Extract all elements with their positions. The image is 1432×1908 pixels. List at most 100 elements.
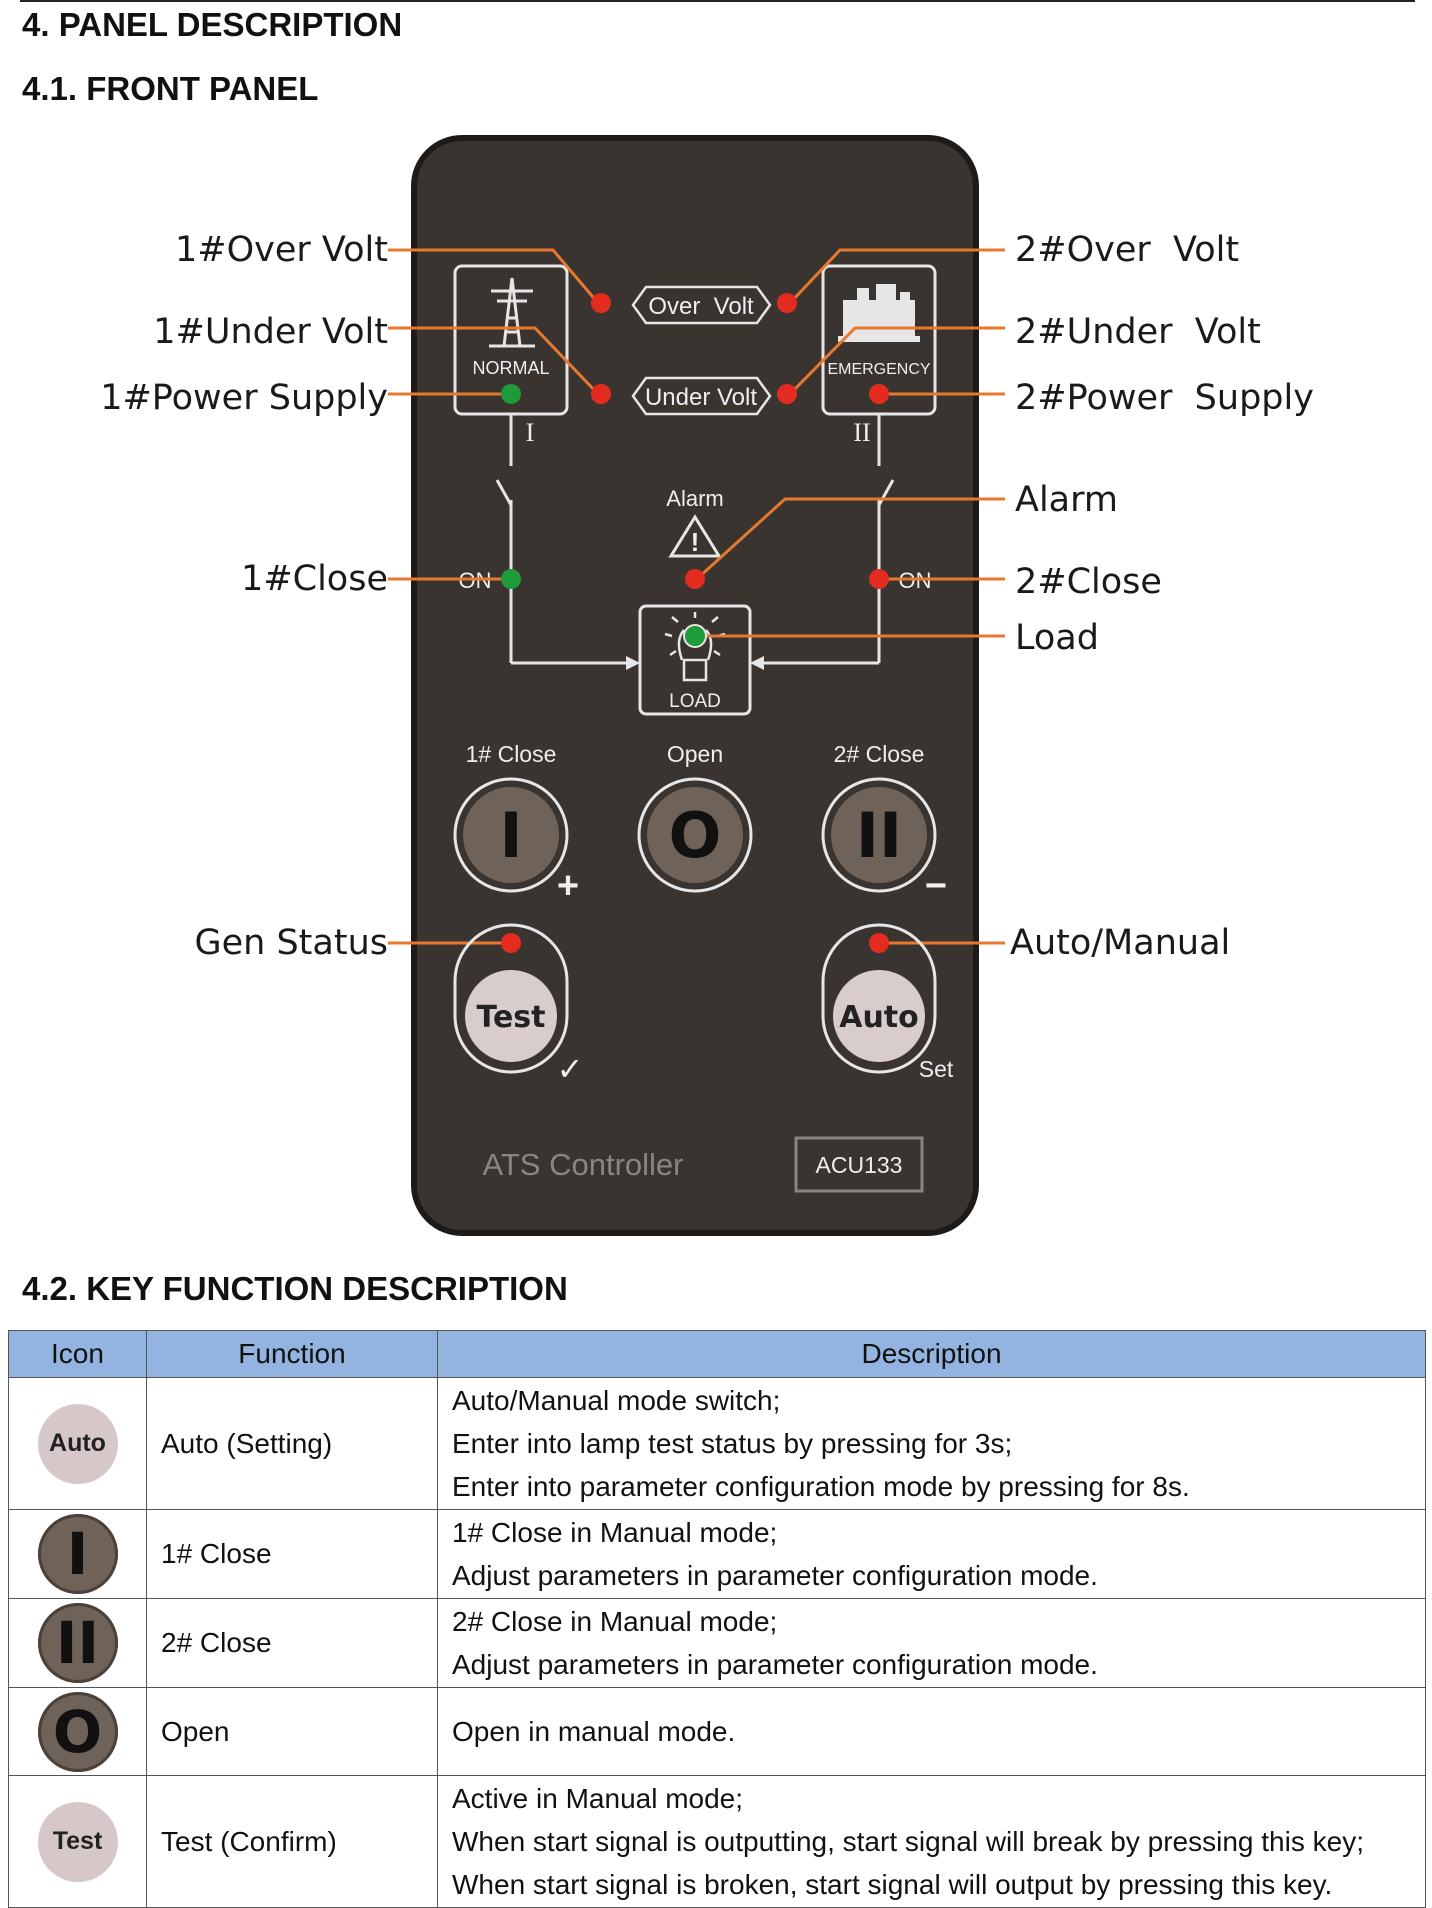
emergency-label: EMERGENCY [827,361,930,378]
source2-roman: II [853,418,870,447]
arrow-right-icon [626,656,640,670]
description-line: When start signal is broken, start signa… [452,1869,1333,1900]
auto-button-label: Auto [839,1000,919,1035]
description-line: Adjust parameters in parameter configura… [452,1649,1098,1680]
over-volt-1-led [591,293,611,313]
auto-button[interactable]: Auto [821,923,937,1074]
open-button-label: Open [667,741,723,767]
load-box [638,604,752,716]
pylon-icon [489,277,535,348]
plus-icon: + [557,865,579,907]
over-volt-2-led [777,293,797,313]
table-row: Test Test (Confirm) Active in Manual mod… [8,1775,1426,1908]
callout-gen-status: Gen Status [195,923,389,963]
callout-load: Load [1015,618,1099,658]
description-line: Enter into parameter configuration mode … [452,1471,1190,1502]
close-1-led [501,569,521,589]
close1-key-icon: I [37,1514,118,1594]
key-function-table: Icon Function Description Auto Auto (Set… [8,1330,1426,1908]
open-button[interactable]: O [637,777,753,893]
under-volt-2-led [777,384,797,404]
header-function: Function [146,1330,438,1378]
function-cell: Open [146,1687,438,1776]
source1-roman: I [526,418,535,447]
description-line: Auto/Manual mode switch; [452,1385,781,1416]
set-label: Set [919,1056,954,1082]
callout-2-over-volt: 2#Over Volt [1015,230,1239,270]
icon-cell: Auto [8,1377,147,1510]
normal-label: NORMAL [472,358,549,378]
close1-button-glyph: I [499,799,522,872]
callout-1-close: 1#Close [241,559,388,599]
arrow-left-icon [750,656,764,670]
minus-icon: − [925,865,947,907]
auto-key-icon: Auto [37,1403,118,1484]
under-volt-text: Under Volt [645,384,757,411]
table-row: O Open Open in manual mode. [8,1687,1426,1776]
generator-icon [838,284,920,342]
close1-key-glyph: I [66,1520,89,1588]
callout-2-close: 2#Close [1015,562,1162,602]
gen-status-led [501,933,521,953]
description-line: Enter into lamp test status by pressing … [452,1428,1013,1459]
front-panel-diagram: NORMAL EMERGENCY I II Over Volt Under Vo… [100,135,1314,1236]
header-description: Description [437,1330,1426,1378]
close2-button-glyph: II [856,799,902,872]
description-cell: 1# Close in Manual mode; Adjust paramete… [437,1509,1426,1599]
alarm-panel-label: Alarm [666,486,723,511]
description-line: Open in manual mode. [452,1716,736,1747]
close-2-led [869,569,889,589]
description-cell: Open in manual mode. [437,1687,1426,1776]
load-led [683,624,707,648]
close1-button-label: 1# Close [466,741,557,767]
auto-manual-led [869,933,889,953]
table-header-row: Icon Function Description [8,1330,1426,1378]
close2-key-glyph: II [55,1609,100,1677]
open-key-icon: O [37,1691,118,1772]
table-row: Auto Auto (Setting) Auto/Manual mode swi… [8,1377,1426,1510]
model-label: ACU133 [816,1152,903,1178]
description-line: Active in Manual mode; [452,1783,744,1814]
callout-1-power-supply: 1#Power Supply [100,378,388,418]
icon-cell: Test [8,1775,147,1908]
function-cell: Auto (Setting) [146,1377,438,1510]
callout-alarm: Alarm [1015,480,1118,520]
close1-button[interactable]: I [453,777,569,893]
top-rule [20,0,1415,2]
key-function-heading: 4.2. KEY FUNCTION DESCRIPTION [22,1270,568,1307]
table-row: I 1# Close 1# Close in Manual mode; Adju… [8,1509,1426,1599]
alarm-symbol: ! [691,527,700,557]
function-cell: 2# Close [146,1598,438,1688]
controller-panel [411,135,979,1236]
description-line: Adjust parameters in parameter configura… [452,1560,1098,1591]
section-heading: 4. PANEL DESCRIPTION [22,6,403,43]
function-cell: Test (Confirm) [146,1775,438,1908]
header-icon: Icon [8,1330,147,1378]
description-line: 1# Close in Manual mode; [452,1517,778,1548]
test-key-icon: Test [37,1801,118,1882]
description-cell: 2# Close in Manual mode; Adjust paramete… [437,1598,1426,1688]
leader-lines [388,248,1005,945]
power-supply-2-led [869,384,889,404]
warning-triangle-icon [668,514,722,558]
description-line: 2# Close in Manual mode; [452,1606,778,1637]
front-panel-heading: 4.1. FRONT PANEL [22,70,319,107]
power-supply-1-led [501,384,521,404]
icon-cell: II [8,1598,147,1688]
check-icon: ✓ [557,1051,584,1087]
callout-1-over-volt: 1#Over Volt [175,230,388,270]
open-key-glyph: O [52,1697,103,1766]
single-line-diagram [495,414,895,665]
table-row: II 2# Close 2# Close in Manual mode; Adj… [8,1598,1426,1688]
alarm-led [685,569,705,589]
icon-cell: O [8,1687,147,1776]
callout-1-under-volt: 1#Under Volt [153,312,388,352]
close2-button-label: 2# Close [834,741,925,767]
callout-2-power-supply: 2#Power Supply [1015,378,1314,418]
model-box [794,1136,924,1193]
description-cell: Auto/Manual mode switch; Enter into lamp… [437,1377,1426,1510]
description-cell: Active in Manual mode; When start signal… [437,1775,1426,1908]
close2-button[interactable]: II [821,777,937,893]
description-line: When start signal is outputting, start s… [452,1826,1364,1857]
test-button[interactable]: Test [453,923,569,1074]
